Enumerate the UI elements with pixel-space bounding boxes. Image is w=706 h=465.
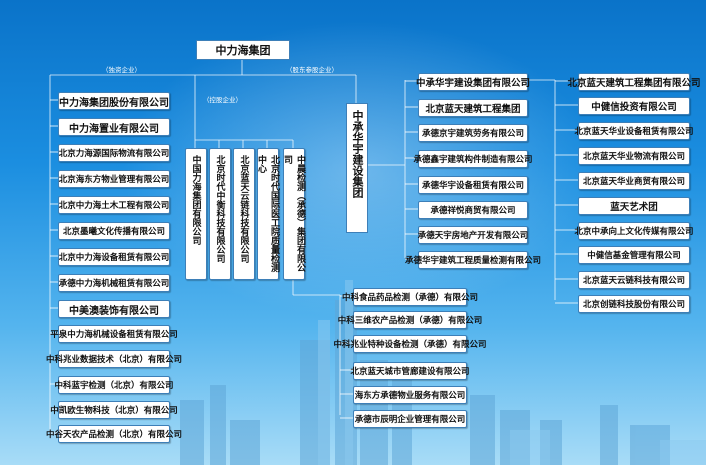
org-box: 中科蓝宇检测（北京）有限公司	[55, 376, 174, 394]
group2-box: 中承华宇建设集团	[346, 103, 368, 233]
org-box: 北京海东方物业管理有限公司	[58, 170, 170, 188]
org-box: 中力海置业有限公司	[58, 118, 170, 136]
org-box: 中力海集团股份有限公司	[58, 92, 170, 110]
org-box: 中科食品药品检测（承德）有限公司	[342, 288, 478, 306]
caption-wholly-owned: （独资企业）	[102, 66, 141, 74]
holding-company-box: 北京时代国际医工院质量检测中心	[256, 148, 279, 280]
org-box: 北京中承向上文化传媒有限公司	[575, 222, 694, 240]
org-box: 海东方承德物业服务有限公司	[353, 386, 467, 404]
holding-company-name: 北京时代国际医工院质量检测中心	[256, 155, 279, 272]
holding-company-name: 北京蓝天云链科技有限公司	[238, 155, 249, 263]
org-box: 北京蓝天云链科技有限公司	[578, 271, 690, 289]
org-box: 承德天宇房地产开发有限公司	[418, 226, 528, 244]
holding-company-name: 中国力海集团有限公司	[190, 155, 201, 245]
org-box: 北京蓝天建筑工程集团	[418, 99, 528, 117]
holding-company-name: 北京时代中衡科技有限公司	[214, 155, 225, 263]
org-box: 北京蓝天建筑工程集团有限公司	[568, 73, 701, 91]
org-box: 承德鑫宇建筑构件制造有限公司	[414, 150, 533, 168]
org-box: 北京中力海土木工程有限公司	[58, 196, 170, 214]
org-box: 中承华宇建设集团有限公司	[416, 73, 530, 91]
org-box: 承德京宇建筑劳务有限公司	[418, 124, 528, 142]
caption-holding: （控股企业）	[203, 96, 242, 104]
holding-company-box: 中晨检测（承德）集团有限公司	[282, 148, 305, 280]
org-box: 北京力海源国际物流有限公司	[58, 144, 170, 162]
org-box: 北京蓝天城市管廊建设有限公司	[351, 362, 470, 380]
holding-company-name: 中晨检测（承德）集团有限公司	[282, 155, 305, 272]
org-box: 蓝天艺术团	[578, 197, 690, 215]
org-box: 承德华宇建筑工程质量检测有限公司	[405, 251, 541, 269]
caption-participating: （股东参股企业）	[286, 66, 338, 74]
org-box: 北京蓝天华业设备租赁有限公司	[575, 122, 694, 140]
org-box: 中科三维农产品检测（承德）有限公司	[338, 311, 482, 329]
org-box: 平泉中力海机械设备租赁有限公司	[50, 325, 178, 343]
org-box: 中科兆业特种设备检测（承德）有限公司	[334, 335, 487, 353]
org-box: 北京蓝天华业商贸有限公司	[578, 172, 690, 190]
group2-name: 中承华宇建设集团	[351, 110, 364, 198]
group-title: 中力海集团	[196, 40, 290, 60]
org-box: 中美澳装饰有限公司	[58, 300, 170, 318]
org-box: 承德市辰明企业管理有限公司	[353, 410, 467, 428]
holding-company-box: 北京蓝天云链科技有限公司	[233, 148, 255, 280]
org-box: 北京创链科技股份有限公司	[578, 295, 690, 313]
org-box: 中科兆业数据技术（北京）有限公司	[46, 350, 182, 368]
org-box: 中凯欧生物科技（北京）有限公司	[50, 401, 178, 419]
org-box: 中健信基金管理有限公司	[578, 246, 690, 264]
org-box: 北京墨曦文化传播有限公司	[58, 222, 170, 240]
org-box: 承德祥悦商贸有限公司	[418, 201, 528, 219]
org-box: 北京中力海设备租赁有限公司	[58, 248, 170, 266]
holding-company-box: 北京时代中衡科技有限公司	[209, 148, 231, 280]
holding-company-box: 中国力海集团有限公司	[185, 148, 207, 280]
org-box: 承德中力海机械租赁有限公司	[58, 274, 170, 292]
org-box: 承德华宇设备租赁有限公司	[418, 176, 528, 194]
org-box: 北京蓝天华业物流有限公司	[578, 147, 690, 165]
org-box: 中谷天农产品检测（北京）有限公司	[46, 425, 182, 443]
org-box: 中健信投资有限公司	[578, 97, 690, 115]
